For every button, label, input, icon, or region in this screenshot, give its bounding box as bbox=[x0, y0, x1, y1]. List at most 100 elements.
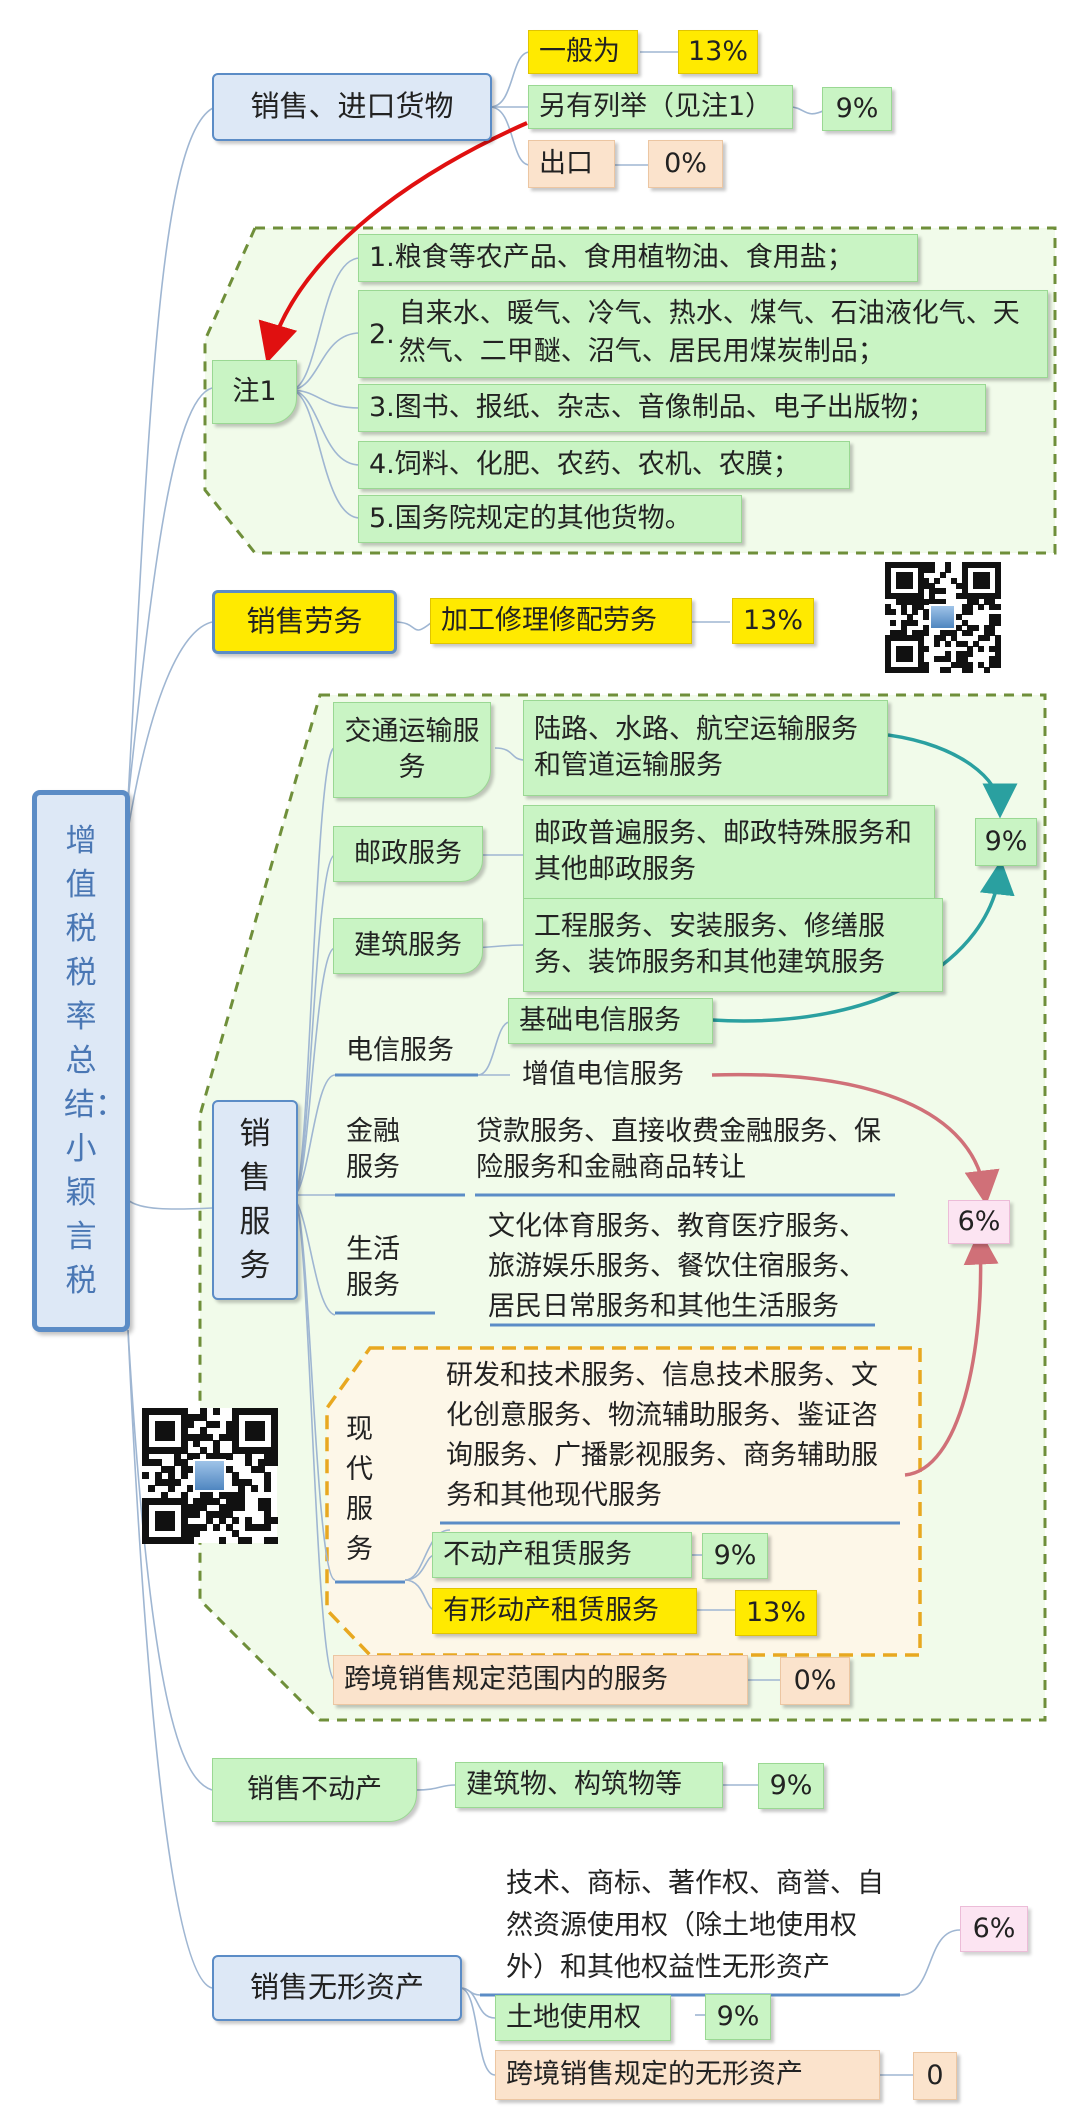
intangible-node[interactable]: 销售无形资产 bbox=[212, 1955, 462, 2021]
intangible-crossborder-rate-text: 0 bbox=[926, 2059, 944, 2091]
qr-code-cell bbox=[142, 1459, 149, 1467]
qr-code-cell bbox=[923, 645, 930, 652]
qr-code-cell bbox=[956, 640, 963, 647]
qr-code-cell bbox=[154, 1478, 162, 1486]
qr-code-cell bbox=[906, 598, 913, 605]
qr-code-cell bbox=[994, 567, 1001, 574]
qr-code-cell bbox=[895, 656, 902, 663]
qr-code-cell bbox=[978, 635, 985, 642]
qr-code-cell bbox=[238, 1498, 246, 1505]
realestate-item[interactable]: 建筑物、构筑物等 bbox=[455, 1762, 723, 1808]
general-rate[interactable]: 13% bbox=[678, 30, 758, 74]
note1-item-5[interactable]: 5.国务院规定的其他货物。 bbox=[358, 495, 742, 543]
qr-code-cell bbox=[180, 1523, 188, 1531]
export-node[interactable]: 出口 bbox=[528, 140, 615, 188]
life-label: 生活服务 bbox=[340, 1226, 430, 1310]
note1-item-1[interactable]: 1.粮食等农产品、食用植物油、食用盐； bbox=[358, 234, 918, 282]
general-node[interactable]: 一般为 bbox=[528, 30, 638, 74]
qr-code-cell bbox=[193, 1433, 201, 1441]
note1-item-3[interactable]: 3.图书、报纸、杂志、音像制品、电子出版物； bbox=[358, 384, 986, 432]
construction-node[interactable]: 建筑服务 bbox=[333, 918, 483, 974]
telecom-basic[interactable]: 基础电信服务 bbox=[508, 998, 713, 1044]
goods-node[interactable]: 销售、进口货物 bbox=[212, 73, 492, 141]
qr-code-cell bbox=[161, 1478, 169, 1486]
services-node[interactable]: 销售服务 bbox=[212, 1100, 298, 1300]
modern-label-text: 现代服务 bbox=[346, 1414, 373, 1565]
qr-code-cell bbox=[264, 1485, 272, 1493]
realestate-lease-rate[interactable]: 9% bbox=[702, 1533, 768, 1579]
qr-code-cell bbox=[917, 661, 924, 668]
tangible-lease-node[interactable]: 有形动产租赁服务 bbox=[432, 1588, 697, 1634]
qr-code-cell bbox=[187, 1510, 194, 1518]
qr-code-cell bbox=[972, 562, 979, 568]
intangible-crossborder[interactable]: 跨境销售规定的无形资产 bbox=[495, 2050, 880, 2100]
qr-code-cell bbox=[142, 1472, 149, 1480]
qr-code-cell bbox=[251, 1523, 259, 1531]
note1-item-4[interactable]: 4.饲料、化肥、农药、农机、农膜； bbox=[358, 441, 850, 489]
qr-code-cell bbox=[232, 1491, 239, 1499]
qr-code-cell bbox=[939, 656, 946, 663]
qr-code-cell bbox=[206, 1510, 214, 1518]
qr-code-cell bbox=[232, 1408, 239, 1415]
qr-code-cell bbox=[238, 1504, 246, 1512]
qr-code-cell bbox=[912, 593, 919, 600]
labor-rate[interactable]: 13% bbox=[732, 598, 814, 644]
qr-code-cell bbox=[939, 630, 946, 637]
transport-node[interactable]: 交通运输服务 bbox=[333, 702, 491, 798]
qr-code-cell bbox=[244, 1427, 252, 1435]
note1-item-2[interactable]: 2. 自来水、暖气、冷气、热水、煤气、石油液化气、天然气、二甲醚、沼气、居民用煤… bbox=[358, 290, 1048, 378]
qr-code-cell bbox=[923, 582, 930, 589]
listed-node[interactable]: 另有列举（见注1） bbox=[528, 85, 793, 129]
qr-code-cell bbox=[180, 1498, 188, 1505]
realestate-lease-node[interactable]: 不动产租赁服务 bbox=[432, 1532, 692, 1578]
postal-node[interactable]: 邮政服务 bbox=[333, 826, 483, 882]
life-detail: 文化体育服务、教育医疗服务、旅游娱乐服务、餐饮住宿服务、居民日常服务和其他生活服… bbox=[482, 1205, 894, 1329]
export-rate[interactable]: 0% bbox=[648, 140, 723, 188]
note1-node[interactable]: 注1 bbox=[212, 360, 297, 424]
services-crossborder[interactable]: 跨境销售规定范围内的服务 bbox=[333, 1655, 748, 1705]
qr-code-cell bbox=[232, 1420, 239, 1428]
qr-code-cell bbox=[972, 593, 979, 600]
qr-code-cell bbox=[923, 661, 930, 668]
qr-code-cell bbox=[901, 582, 908, 589]
life-label-text: 生活服务 bbox=[346, 1233, 400, 1301]
construction-detail[interactable]: 工程服务、安装服务、修缮服务、装饰服务和其他建筑服务 bbox=[523, 898, 943, 992]
qr-code-cell bbox=[270, 1427, 278, 1435]
qr-code-cell bbox=[257, 1498, 265, 1505]
intangible-crossborder-rate[interactable]: 0 bbox=[913, 2052, 957, 2100]
qr-code-cell bbox=[901, 624, 908, 631]
land-node[interactable]: 土地使用权 bbox=[495, 1995, 671, 2041]
qr-code-cell bbox=[264, 1459, 272, 1467]
labor-node[interactable]: 销售劳务 bbox=[212, 590, 397, 654]
land-rate[interactable]: 9% bbox=[705, 1994, 771, 2040]
qr-code-cell bbox=[219, 1491, 227, 1499]
qr-code-cell bbox=[917, 603, 924, 610]
intangible-label: 销售无形资产 bbox=[249, 1970, 424, 2005]
realestate-node[interactable]: 销售不动产 bbox=[212, 1758, 417, 1822]
export-rate-text: 0% bbox=[664, 147, 707, 179]
qr-code-cell bbox=[180, 1472, 188, 1480]
postal-detail[interactable]: 邮政普遍服务、邮政特殊服务和其他邮政服务 bbox=[523, 805, 935, 899]
qr-code-cell bbox=[180, 1510, 188, 1518]
qr-code-cell bbox=[161, 1523, 169, 1531]
qr-logo-icon bbox=[928, 603, 957, 631]
labor-item-text: 加工修理修配劳务 bbox=[441, 604, 657, 636]
listed-rate[interactable]: 9% bbox=[822, 87, 892, 131]
tangible-lease-rate[interactable]: 13% bbox=[735, 1590, 817, 1636]
qr-code-cell bbox=[961, 588, 968, 595]
services-crossborder-rate[interactable]: 0% bbox=[780, 1657, 850, 1705]
qr-code-cell bbox=[895, 598, 902, 605]
rate-6-node[interactable]: 6% bbox=[948, 1200, 1010, 1244]
qr-code-cell bbox=[972, 582, 979, 589]
qr-code-cell bbox=[967, 609, 974, 616]
labor-item[interactable]: 加工修理修配劳务 bbox=[430, 598, 692, 644]
intangible-rate[interactable]: 6% bbox=[960, 1906, 1028, 1952]
qr-code-cell bbox=[232, 1427, 239, 1435]
realestate-rate[interactable]: 9% bbox=[758, 1763, 824, 1809]
qr-code-cell bbox=[989, 661, 996, 668]
rate-9-node[interactable]: 9% bbox=[975, 818, 1037, 866]
qr-code-cell bbox=[890, 593, 897, 600]
qr-code-cell bbox=[917, 598, 924, 605]
qr-code-cell bbox=[983, 666, 990, 673]
transport-detail[interactable]: 陆路、水路、航空运输服务和管道运输服务 bbox=[523, 700, 888, 796]
